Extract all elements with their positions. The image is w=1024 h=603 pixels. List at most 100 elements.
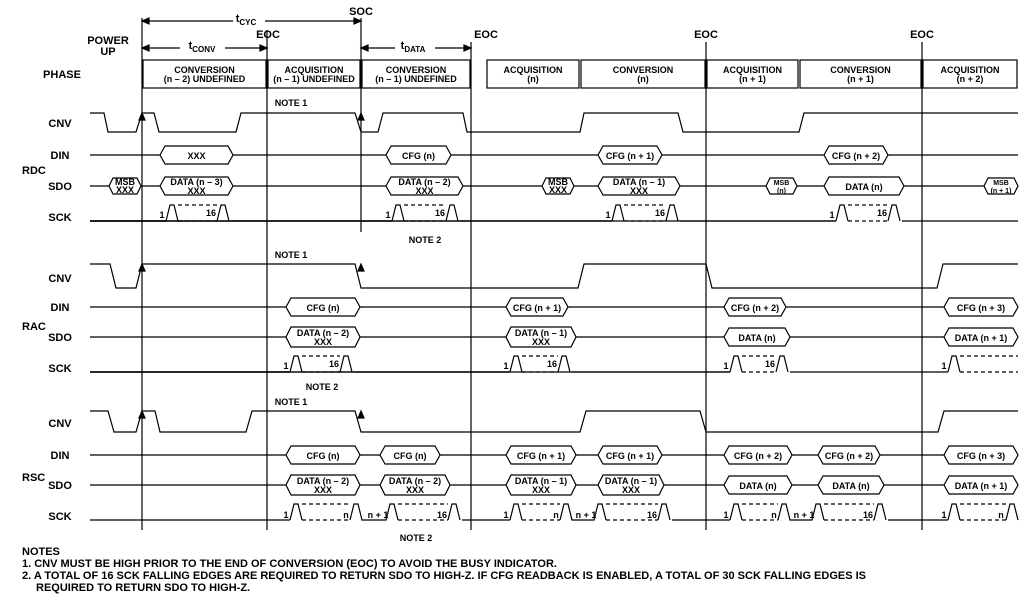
msb-box-text: MSB [548,177,569,187]
rac-sdo-data-text: DATA (n + 1) [955,333,1008,343]
phase-title: CONVERSION [613,65,674,75]
rac-sck-burst-last [775,355,789,373]
rsc-sdo-data [597,474,665,496]
rac-din-box [723,297,787,317]
rsc-sck-n-pulses [559,503,607,521]
rdc-sck-burst [90,204,849,222]
rdc-cnv-waveform [90,112,1018,133]
cnv-edge-arrow [138,111,146,121]
sck-first-label: 1 [829,210,834,220]
rac-sck-burst [90,355,743,373]
rac-cnv-waveform [90,263,1018,289]
rdc-sdo-data [385,176,464,196]
rdc-sck-burst-last [216,204,230,222]
phase-title: CONVERSION [174,65,235,75]
rdc-din-box-text: CFG (n + 2) [832,151,880,161]
diagram-lines [90,17,1019,530]
rdc-sck-burst [90,204,625,222]
rac-sck-burst [90,355,523,373]
note-2-continuation: REQUIRED TO RETURN SDO TO HIGH-Z. [36,582,251,594]
phase-subtitle: (n – 2) UNDEFINED [164,74,246,84]
rdc-sdo-data-text: DATA (n – 3) [170,177,222,187]
rsc-sck-first-pulse [289,503,303,521]
rdc-sdo-data [159,176,234,196]
sck-n-label: n [343,510,349,520]
rac-sck-burst-last [557,355,571,373]
rsc-sdo-data-text-2: XXX [532,485,550,495]
note-1-marker: NOTE 1 [275,250,308,260]
t-data-arrow-right [463,44,473,52]
notes-heading: NOTES [22,546,60,558]
rsc-sdo-data [285,474,361,496]
rsc-sck-first-pulse [729,503,743,521]
rdc-din-box [159,145,234,165]
signal-label-cnv: CNV [48,273,72,285]
rsc-din-box [817,445,881,465]
sck-first-label: 1 [159,210,164,220]
group-label-rac: RAC [22,321,46,333]
sck-last-label: 16 [206,208,216,218]
rsc-din-box [943,445,1019,465]
rdc-sdo-data-text-2: XXX [630,186,648,196]
rdc-sdo-data [823,176,905,196]
phase-subtitle: (n – 1) UNDEFINED [273,74,355,84]
signal-label-sck: SCK [48,363,71,375]
sck-n1-label: n + 1 [576,510,597,520]
phase-label: PHASE [43,69,81,81]
rac-din-box-text: CFG (n + 1) [513,303,561,313]
note-2-marker: NOTE 2 [306,382,339,392]
group-label-rdc: RDC [22,165,46,177]
soc-label: SOC [349,6,373,18]
eoc-label-1: EOC [256,29,280,41]
rsc-sdo-data-text: DATA (n – 1) [605,476,657,486]
notes-section: NOTES 1. CNV MUST BE HIGH PRIOR TO THE E… [22,546,1012,594]
rsc-din-box [597,445,663,465]
phase-title: ACQUISITION [723,65,782,75]
rdc-din-box [385,145,452,165]
note-1-marker: NOTE 1 [275,397,308,407]
msb-box [108,177,142,195]
msb-box-text-2: (n) [777,188,786,195]
power-up-label: POWER [87,35,129,47]
rsc-sdo-data-text: DATA (n – 1) [515,476,567,486]
rsc-din-box [505,445,577,465]
rac-sdo-data-text: DATA (n) [738,333,775,343]
sck-first-label: 1 [503,510,508,520]
rsc-sdo-data-text-2: XXX [622,485,640,495]
sck-last-label: 16 [329,359,339,369]
rsc-sdo-data [723,475,793,495]
eoc-label-3: EOC [694,29,718,41]
rsc-din-box [379,445,441,465]
sck-last-label: 16 [655,208,665,218]
sck-last-label: 16 [435,208,445,218]
rdc-sck-burst [90,204,179,222]
note-2-marker: NOTE 2 [400,533,433,543]
rsc-sdo-data-text: DATA (n + 1) [955,481,1008,491]
rdc-sck-burst-last [665,204,679,222]
rdc-sdo-data-text-2: XXX [415,186,433,196]
cnv-edge-arrow [138,262,146,272]
rac-sdo-data-text-2: XXX [532,337,550,347]
t-conv-label: tCONV [189,40,216,54]
signal-label-sdo: SDO [48,480,72,492]
rdc-sdo-data-text: DATA (n) [845,182,882,192]
rsc-din-box-text: CFG (n + 1) [606,451,654,461]
msb-box [983,177,1019,195]
cnv-edge-arrow [138,409,146,419]
sck-first-label: 1 [385,210,390,220]
signal-label-sck: SCK [48,511,71,523]
phase-box [361,59,471,89]
group-label-rsc: RSC [22,472,45,484]
phase-title: ACQUISITION [940,65,999,75]
phase-box [486,59,580,89]
rsc-sdo-data-text: DATA (n – 2) [389,476,441,486]
phase-box [142,59,267,89]
msb-box-text-2: (n + 1) [991,188,1012,195]
phase-subtitle: (n + 2) [957,74,984,84]
rsc-sdo-data [943,475,1019,495]
rac-din-box [943,297,1019,317]
rsc-din-box-text: CFG (n + 3) [957,451,1005,461]
rsc-din-box [723,445,793,465]
eoc-label-2: EOC [474,29,498,41]
t-conv-arrow-right [259,44,269,52]
